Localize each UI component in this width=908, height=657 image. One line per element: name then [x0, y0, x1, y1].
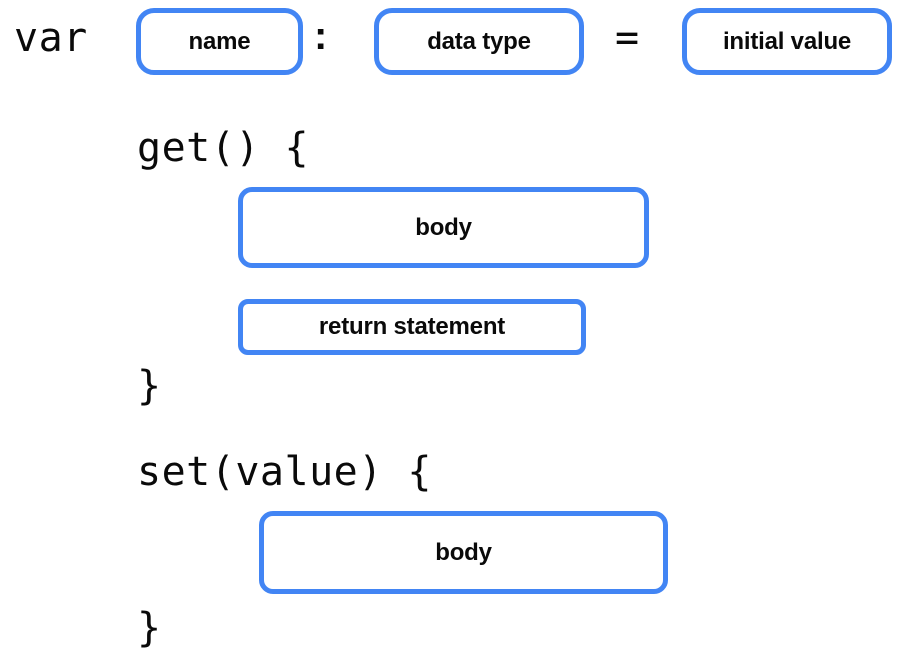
keyword-equals: =	[615, 15, 640, 61]
keyword-get-open: get() {	[137, 125, 310, 171]
placeholder-box-initial-value[interactable]: initial value	[682, 8, 892, 75]
keyword-var: var	[14, 15, 88, 61]
placeholder-box-set-body-label: body	[435, 538, 492, 566]
placeholder-box-data-type[interactable]: data type	[374, 8, 584, 75]
placeholder-box-return-statement[interactable]: return statement	[238, 299, 586, 355]
placeholder-box-data-type-label: data type	[427, 27, 531, 55]
keyword-get-close: }	[137, 363, 162, 409]
placeholder-box-initial-value-label: initial value	[722, 27, 852, 55]
placeholder-box-return-statement-label: return statement	[318, 313, 506, 340]
placeholder-box-name[interactable]: name	[136, 8, 303, 75]
keyword-set-open: set(value) {	[137, 449, 432, 495]
keyword-colon: :	[314, 14, 328, 58]
placeholder-box-get-body[interactable]: body	[238, 187, 649, 268]
placeholder-box-get-body-label: body	[415, 213, 472, 241]
placeholder-box-name-label: name	[188, 27, 251, 55]
placeholder-box-set-body[interactable]: body	[259, 511, 668, 594]
keyword-set-close: }	[137, 605, 162, 651]
